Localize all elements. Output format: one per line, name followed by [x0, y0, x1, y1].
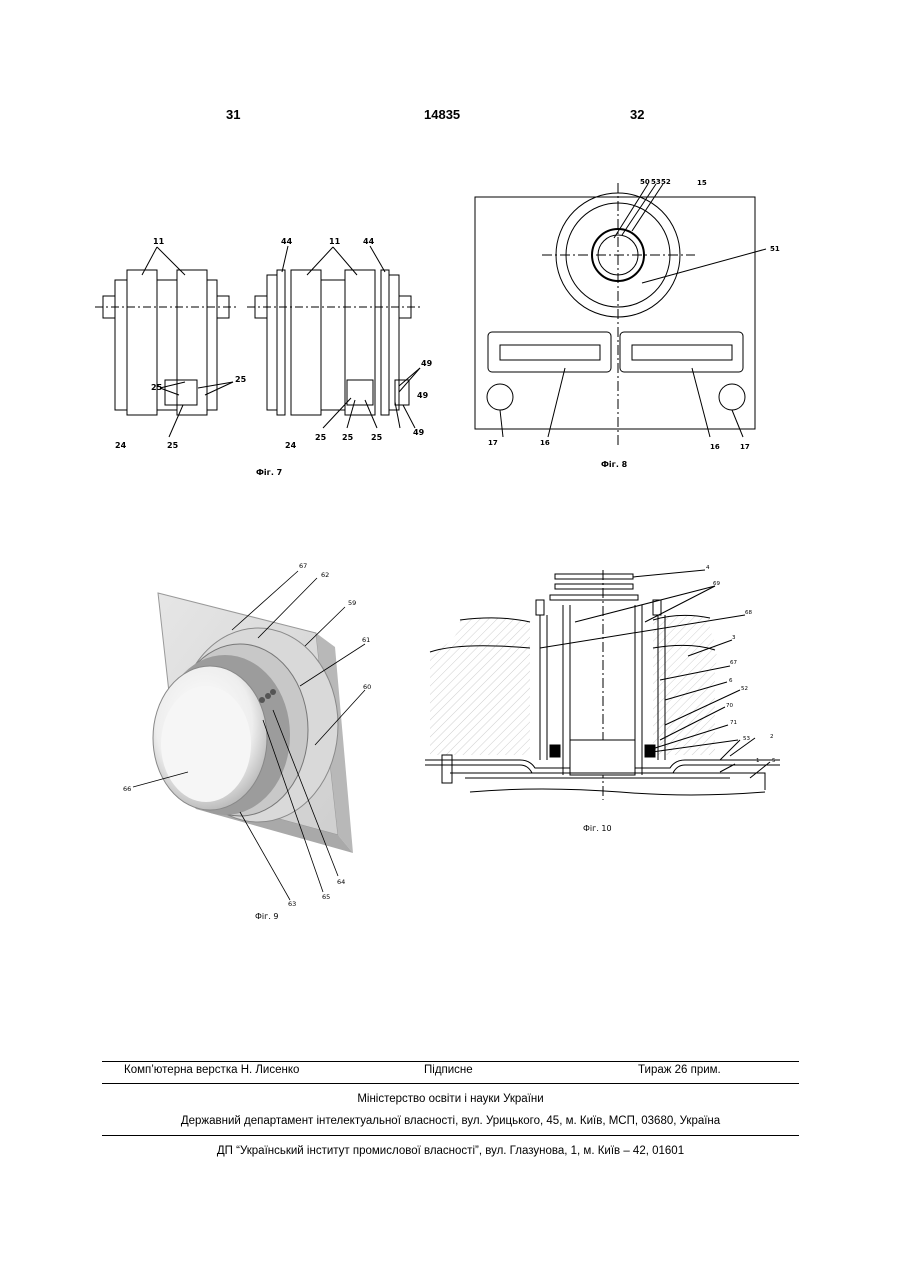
fig9-label: 62	[321, 571, 329, 579]
fig10-label: 67	[730, 660, 737, 666]
fig7-label: 25	[371, 433, 383, 442]
fig10-label: 68	[745, 610, 752, 616]
fig10-label: 6	[729, 678, 733, 684]
patent-number: 14835	[424, 107, 460, 122]
fig7-label: 49	[421, 359, 433, 368]
fig8-caption: Фіг. 8	[601, 460, 627, 469]
footer-ministry: Міністерство освіти і науки України	[0, 1093, 901, 1105]
fig10-label: 53	[743, 736, 750, 742]
fig7-label: 11	[153, 237, 165, 246]
fig9-label: 60	[363, 683, 371, 691]
footer-institute: ДП “Український інститут промислової вла…	[0, 1145, 901, 1157]
fig7-label: 25	[235, 375, 247, 384]
fig10-label: 69	[713, 581, 720, 587]
page-number-left: 31	[226, 107, 240, 122]
fig9-label: 66	[123, 785, 131, 793]
footer-rule-top	[102, 1061, 799, 1062]
fig10-label: 71	[730, 720, 737, 726]
footer-signed: Підписне	[424, 1064, 473, 1076]
fig10-label: 70	[726, 703, 733, 709]
fig9-label: 67	[299, 562, 307, 570]
fig10-label: 52	[741, 686, 748, 692]
figure-8-drawing: 50 53 52 15 51 17 16 16 17	[470, 175, 760, 460]
fig8-label: 51	[770, 245, 780, 253]
fig7-label: 49	[417, 391, 429, 400]
fig7-label: 25	[342, 433, 354, 442]
figure-7-drawing: 11 11 44 44 25 25 25 24 24 25 25 25 49 4…	[95, 230, 445, 455]
page-number-right: 32	[630, 107, 644, 122]
fig10-label: 1	[756, 758, 760, 764]
fig8-label: 16	[540, 439, 550, 447]
fig7-label: 49	[413, 428, 425, 437]
footer-rule-bottom	[102, 1135, 799, 1136]
fig9-label: 64	[337, 878, 345, 886]
fig10-label: 4	[706, 565, 710, 571]
fig7-label: 25	[151, 383, 163, 392]
fig7-label: 25	[315, 433, 327, 442]
fig9-label: 59	[348, 599, 356, 607]
fig7-label: 11	[329, 237, 341, 246]
fig9-caption: Фіг. 9	[255, 912, 279, 921]
fig10-caption: Фіг. 10	[583, 824, 612, 833]
fig8-label: 17	[740, 443, 750, 451]
figure-9-drawing: 67 62 59 61 60 66 64 65 63	[110, 560, 390, 930]
fig7-label: 24	[285, 441, 297, 450]
fig8-label: 52	[661, 178, 671, 186]
fig9-label: 65	[322, 893, 330, 901]
fig8-label: 50	[640, 178, 650, 186]
fig10-label: 5	[772, 758, 776, 764]
footer-layout-credit: Комп’ютерна верстка Н. Лисенко	[124, 1064, 299, 1076]
fig7-label: 24	[115, 441, 127, 450]
fig8-label: 17	[488, 439, 498, 447]
fig9-label: 61	[362, 636, 370, 644]
fig9-label: 63	[288, 900, 296, 908]
footer-department: Державний департамент інтелектуальної вл…	[0, 1115, 901, 1127]
fig8-label: 53	[651, 178, 661, 186]
fig7-caption: Фіг. 7	[256, 468, 282, 477]
fig8-label: 16	[710, 443, 720, 451]
figure-10-drawing: 4 69 68 3 67 6 52 70 71 53 2 1 5	[420, 560, 790, 830]
fig10-label: 2	[770, 734, 774, 740]
fig7-label: 25	[167, 441, 179, 450]
fig8-label: 15	[697, 179, 707, 187]
footer-rule-mid	[102, 1083, 799, 1084]
fig7-label: 44	[281, 237, 293, 246]
footer-circulation: Тираж 26 прим.	[638, 1064, 721, 1076]
fig7-label: 44	[363, 237, 375, 246]
fig10-label: 3	[732, 635, 736, 641]
